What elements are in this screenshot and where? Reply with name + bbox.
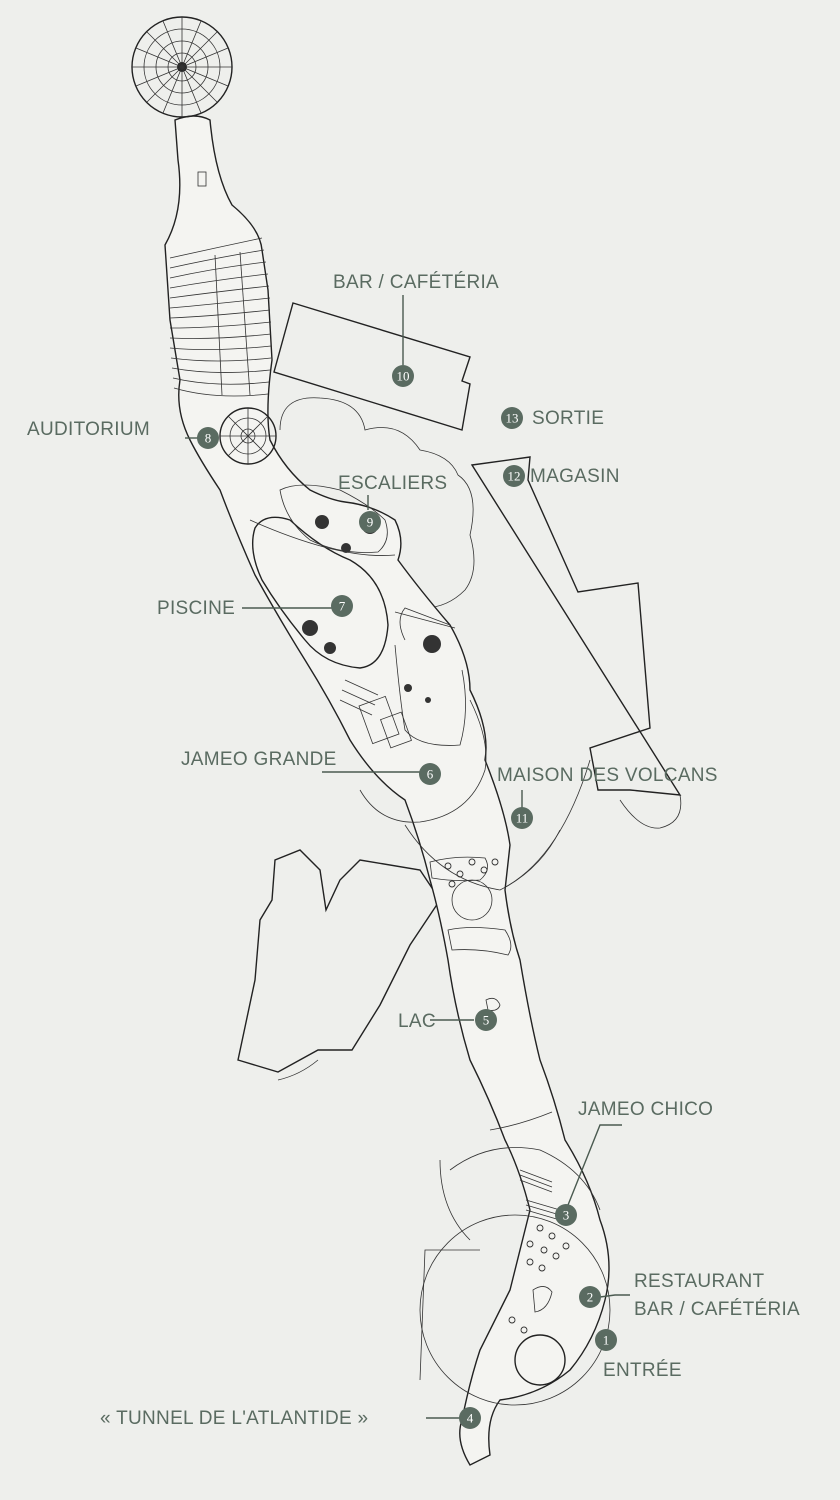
escaliers-garden xyxy=(279,484,388,553)
marker-7[interactable]: 7 xyxy=(331,595,353,617)
flower-dots xyxy=(444,858,570,1334)
label-entree: ENTRÉE xyxy=(603,1360,682,1381)
svg-text:13: 13 xyxy=(506,411,519,426)
marker-10[interactable]: 10 xyxy=(392,365,414,387)
pool xyxy=(249,516,396,669)
label-bar-cafeteria: BAR / CAFÉTÉRIA xyxy=(333,272,499,293)
svg-text:12: 12 xyxy=(508,469,521,484)
label-piscine: PISCINE xyxy=(157,598,235,619)
label-maison-des-volcans: MAISON DES VOLCANS xyxy=(497,765,718,786)
marker-13[interactable]: 13 xyxy=(501,407,523,429)
svg-text:9: 9 xyxy=(367,515,374,530)
svg-text:4: 4 xyxy=(467,1411,474,1426)
label-auditorium: AUDITORIUM xyxy=(27,419,150,440)
label-jameo-chico: JAMEO CHICO xyxy=(578,1099,713,1120)
marker-5[interactable]: 5 xyxy=(475,1009,497,1031)
marker-9[interactable]: 9 xyxy=(359,511,381,533)
jameo-grande xyxy=(339,607,487,823)
cave-outline xyxy=(164,115,610,1466)
marker-6[interactable]: 6 xyxy=(419,763,441,785)
svg-text:1: 1 xyxy=(603,1333,610,1348)
label-tunnel: « TUNNEL DE L'ATLANTIDE » xyxy=(100,1408,368,1429)
large-circles xyxy=(404,824,611,1406)
svg-text:8: 8 xyxy=(205,431,212,446)
leader-lines xyxy=(185,295,630,1419)
marker-1[interactable]: 1 xyxy=(595,1329,617,1351)
label-restaurant-bar: BAR / CAFÉTÉRIA xyxy=(634,1299,800,1320)
west-building xyxy=(237,849,441,1081)
svg-text:7: 7 xyxy=(339,599,346,614)
svg-text:6: 6 xyxy=(427,767,434,782)
label-restaurant: RESTAURANT xyxy=(634,1271,764,1292)
label-jameo-grande: JAMEO GRANDE xyxy=(181,749,337,770)
jameo-chico-stairs xyxy=(519,1169,561,1313)
marker-8[interactable]: 8 xyxy=(197,427,219,449)
bar-cafeteria-building xyxy=(273,302,471,431)
marker-11[interactable]: 11 xyxy=(511,807,533,829)
top-dome xyxy=(131,16,233,187)
marker-2[interactable]: 2 xyxy=(579,1286,601,1308)
marker-3[interactable]: 3 xyxy=(555,1204,577,1226)
svg-text:3: 3 xyxy=(563,1208,570,1223)
auditorium-seating xyxy=(169,237,272,397)
label-magasin: MAGASIN xyxy=(530,466,620,487)
round-garden-forms xyxy=(279,397,475,609)
marker-12[interactable]: 12 xyxy=(503,465,525,487)
svg-text:2: 2 xyxy=(587,1290,594,1305)
svg-text:10: 10 xyxy=(397,369,410,384)
label-escaliers: ESCALIERS xyxy=(338,473,447,494)
auditorium-dome xyxy=(219,407,277,465)
svg-text:11: 11 xyxy=(516,811,529,826)
marker-4[interactable]: 4 xyxy=(459,1407,481,1429)
label-sortie: SORTIE xyxy=(532,408,604,429)
label-lac: LAC xyxy=(398,1011,436,1032)
svg-text:5: 5 xyxy=(483,1013,490,1028)
